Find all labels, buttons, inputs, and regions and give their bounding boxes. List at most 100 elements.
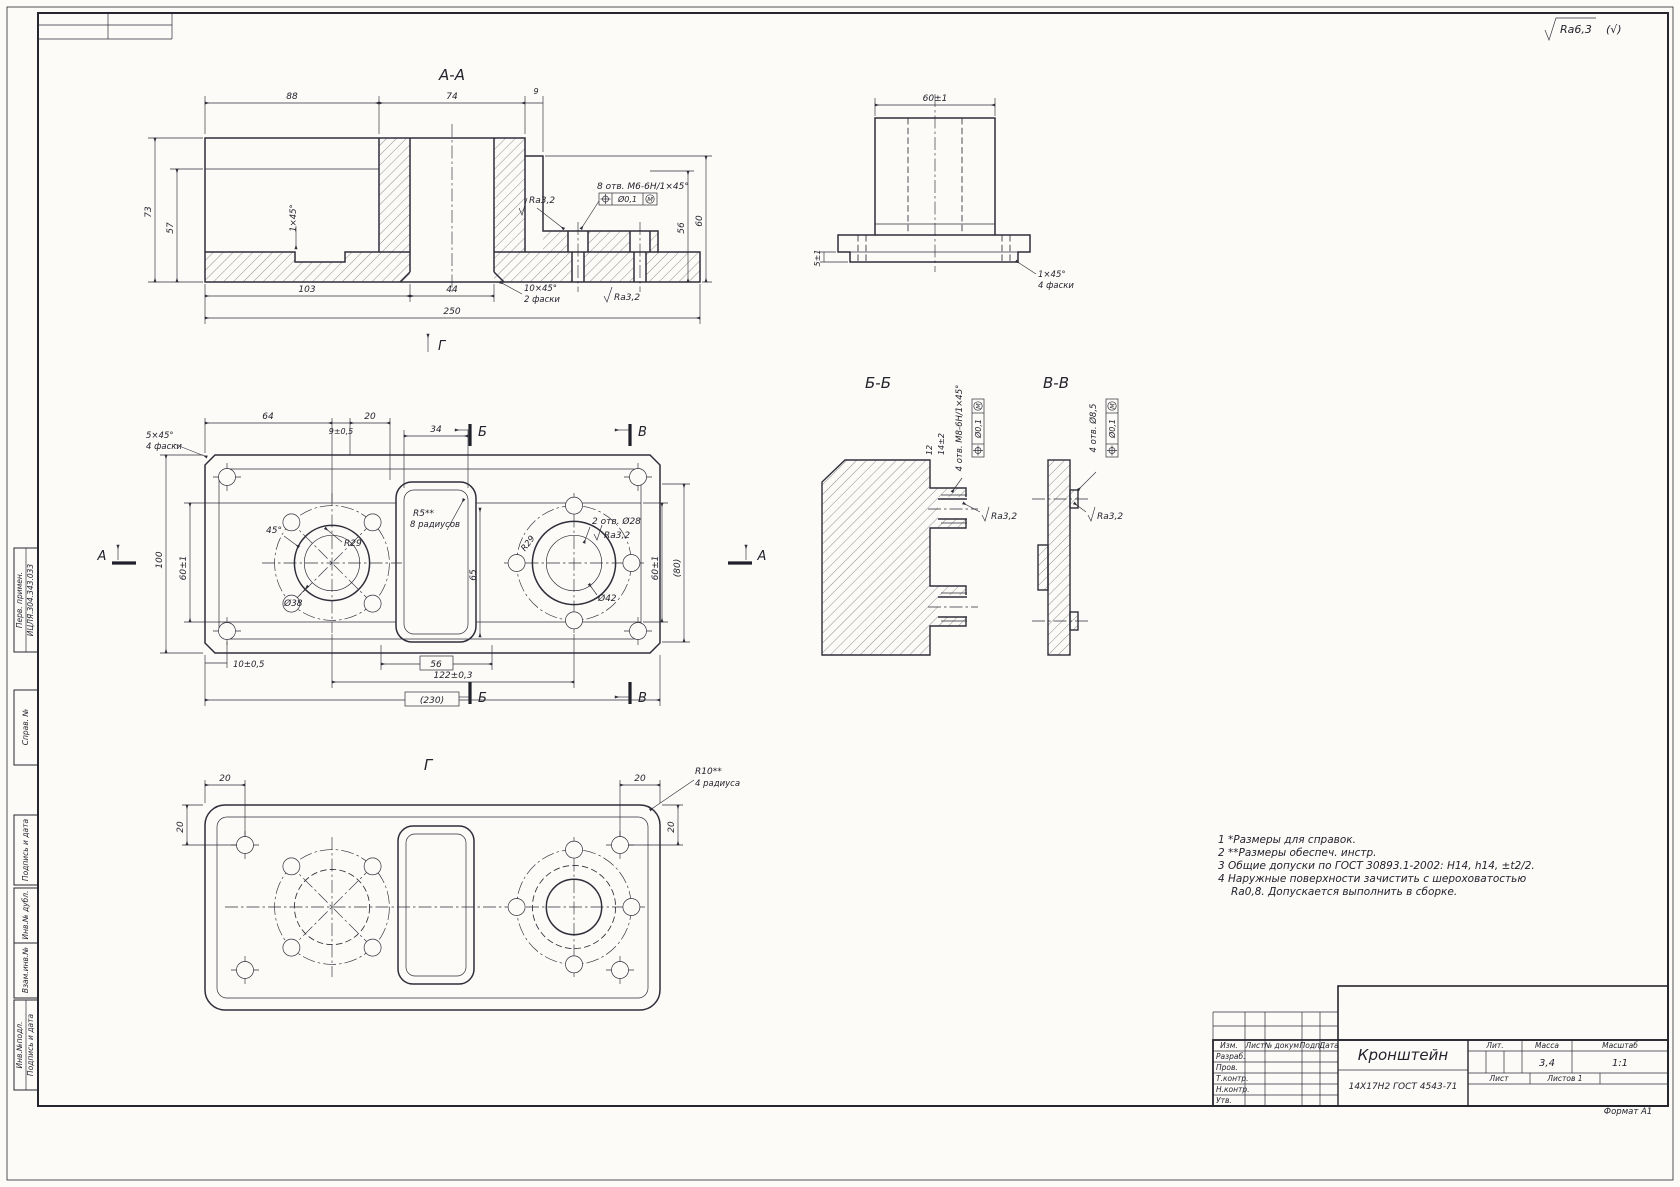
dim-250: 250 xyxy=(443,307,460,317)
dim-100: 100 xyxy=(155,551,165,568)
dim-73: 73 xyxy=(144,206,154,218)
section-b-bottom: Б xyxy=(478,691,487,706)
radius-r29-left: R29 xyxy=(344,539,362,549)
general-roughness-mark: Ra6,3 (√) xyxy=(1544,17,1622,41)
dim-12: 12 xyxy=(925,445,934,455)
part-name: Кронштейн xyxy=(1358,1046,1449,1064)
tolerance-value: Ø0,1 xyxy=(617,194,637,204)
roughness-bottom: Ra3,2 xyxy=(614,293,640,303)
dim-9-05: 9±0,5 xyxy=(329,427,354,436)
col-doc: № докум. xyxy=(1264,1041,1302,1050)
col-podp: Подп. xyxy=(1300,1041,1323,1050)
roughness-alt: (√) xyxy=(1606,23,1622,36)
dim-34: 34 xyxy=(430,425,442,435)
section-b-top: Б xyxy=(478,425,487,440)
note-3: 3 Общие допуски по ГОСТ 30893.1-2002: Н1… xyxy=(1218,860,1535,872)
angle-45: 45° xyxy=(266,526,282,536)
dim-64: 64 xyxy=(262,412,274,422)
stamp-podpis-2: Подпись и дата xyxy=(26,1014,35,1077)
dim-56-boxed: 56 xyxy=(430,660,442,670)
dim-20: 20 xyxy=(364,412,376,422)
dim-103: 103 xyxy=(298,285,315,295)
material-spec: 14Х17Н2 ГОСТ 4543-71 xyxy=(1349,1082,1458,1092)
scale-label: Масштаб xyxy=(1602,1041,1638,1050)
chamfer-1x45: 1×45° xyxy=(289,204,299,232)
stamp-inv-dubl: Инв.№ дубл. xyxy=(21,891,30,940)
dia-38: Ø38 xyxy=(283,598,303,609)
row-prov: Пров. xyxy=(1216,1063,1238,1072)
dim-80: (80) xyxy=(673,559,683,577)
vv-roughness: Ra3,2 xyxy=(1097,512,1123,522)
format-note: Формат А1 xyxy=(1604,1107,1652,1117)
stamp-vzam-inv: Взам.инв.№ xyxy=(21,947,30,993)
stamp-sprav-no: Справ. № xyxy=(21,709,30,746)
dim-122: 122±0,3 xyxy=(433,671,472,681)
section-v-bottom: В xyxy=(638,691,647,706)
dim-57: 57 xyxy=(166,222,176,234)
view-section-aa: А-А 88 74 9 73 57 1×45° 103 44 250 10×45… xyxy=(144,66,712,354)
dim-60-left: 60±1 xyxy=(179,556,189,581)
dim-20-top-right: 20 xyxy=(634,774,646,784)
dim-9: 9 xyxy=(533,87,538,96)
holes-callout-m6: 8 отв. М6-6Н/1×45° xyxy=(597,182,689,192)
holes-callout-m8: 4 отв. М8-6Н/1×45° xyxy=(955,385,965,472)
tolerance-modifier: М xyxy=(647,196,653,204)
dim-60-right: 60±1 xyxy=(651,556,661,581)
plan-chamfer-note: 4 фаски xyxy=(146,442,182,452)
row-nkontr: Н.контр. xyxy=(1216,1085,1250,1094)
dim-14-2: 14±2 xyxy=(937,433,946,455)
row-tkontr: Т.контр. xyxy=(1216,1074,1249,1083)
view-section-vv: В-В 4 отв. Ø8,5 Ø0,1 М Ra3,2 xyxy=(1032,374,1123,656)
side-chamfer-note: 4 фаски xyxy=(1038,281,1074,291)
lit-label: Лит. xyxy=(1485,1041,1503,1050)
view-g-label: Г xyxy=(424,756,434,774)
view-side: 60±1 5±1 1×45° 4 фаски xyxy=(813,94,1074,291)
sheets-label: Листов 1 xyxy=(1546,1074,1582,1083)
margin-stamps: Перв. примен. ИЦЛЯ.304.343.033 Справ. № … xyxy=(13,547,39,1091)
scale-value: 1:1 xyxy=(1612,1058,1628,1069)
view-plan: 45° R29 R5** 8 радиусов R29 2 отв. Ø28 R… xyxy=(97,412,766,707)
tolerance-modifier: М xyxy=(1109,403,1117,409)
plan-roughness: Ra3,2 xyxy=(604,531,630,541)
note-5: Ra0,8. Допускается выполнить в сборке. xyxy=(1231,886,1457,898)
tolerance-value: Ø0,1 xyxy=(973,419,983,439)
dim-20-left: 20 xyxy=(176,821,186,833)
bb-roughness: Ra3,2 xyxy=(991,512,1017,522)
view-section-bb: Б-Б 4 отв. М8-6Н/1×45° Ø0,1 М 14±2 12 Ra… xyxy=(821,374,1017,656)
sheet-label: Лист xyxy=(1488,1074,1509,1083)
tolerance-modifier: М xyxy=(975,403,983,409)
dim-20-right: 20 xyxy=(667,821,677,833)
dim-60: 60 xyxy=(695,215,705,227)
technical-notes: 1 *Размеры для справок. 2 **Размеры обес… xyxy=(1218,834,1535,898)
chamfer-10x45: 10×45° xyxy=(524,284,557,294)
dim-230-boxed: (230) xyxy=(420,696,444,706)
chamfer-10x45-note: 2 фаски xyxy=(524,295,560,305)
dim-10-05: 10±0,5 xyxy=(233,660,264,670)
note-4: 4 Наружные поверхности зачистить с шерох… xyxy=(1218,873,1526,885)
radius-r10-note: 4 радиуса xyxy=(695,779,740,789)
dia-42: Ø42 xyxy=(597,593,617,604)
stamp-perv-primen: Перв. примен. xyxy=(15,572,24,628)
section-v-top: В xyxy=(638,425,647,440)
note-1: 1 *Размеры для справок. xyxy=(1218,834,1356,846)
plan-chamfer: 5×45° xyxy=(146,431,174,441)
section-bb-label: Б-Б xyxy=(865,374,891,392)
stamp-doc-code: ИЦЛЯ.304.343.033 xyxy=(26,564,35,637)
row-utv: Утв. xyxy=(1216,1096,1232,1105)
row-razrab: Разраб. xyxy=(1216,1052,1245,1061)
view-g: Г 20 20 20 20 R10** 4 радиуса xyxy=(176,756,740,1011)
section-a-left: А xyxy=(97,549,107,564)
dim-5-1: 5±1 xyxy=(813,250,822,267)
title-block: Изм. Лист № докум. Подп. Дата Разраб. Пр… xyxy=(1212,985,1669,1107)
tolerance-value: Ø0,1 xyxy=(1107,419,1117,439)
col-izm: Изм. xyxy=(1220,1041,1238,1050)
mass-label: Масса xyxy=(1535,1041,1559,1050)
holes-callout-28: 2 отв. Ø28 xyxy=(592,516,641,527)
col-list: Лист xyxy=(1244,1041,1265,1050)
dim-44: 44 xyxy=(446,285,458,295)
stamp-podpis-1: Подпись и дата xyxy=(21,819,30,882)
dim-74: 74 xyxy=(446,92,458,102)
side-chamfer: 1×45° xyxy=(1038,270,1066,280)
col-data: Дата xyxy=(1318,1041,1339,1050)
